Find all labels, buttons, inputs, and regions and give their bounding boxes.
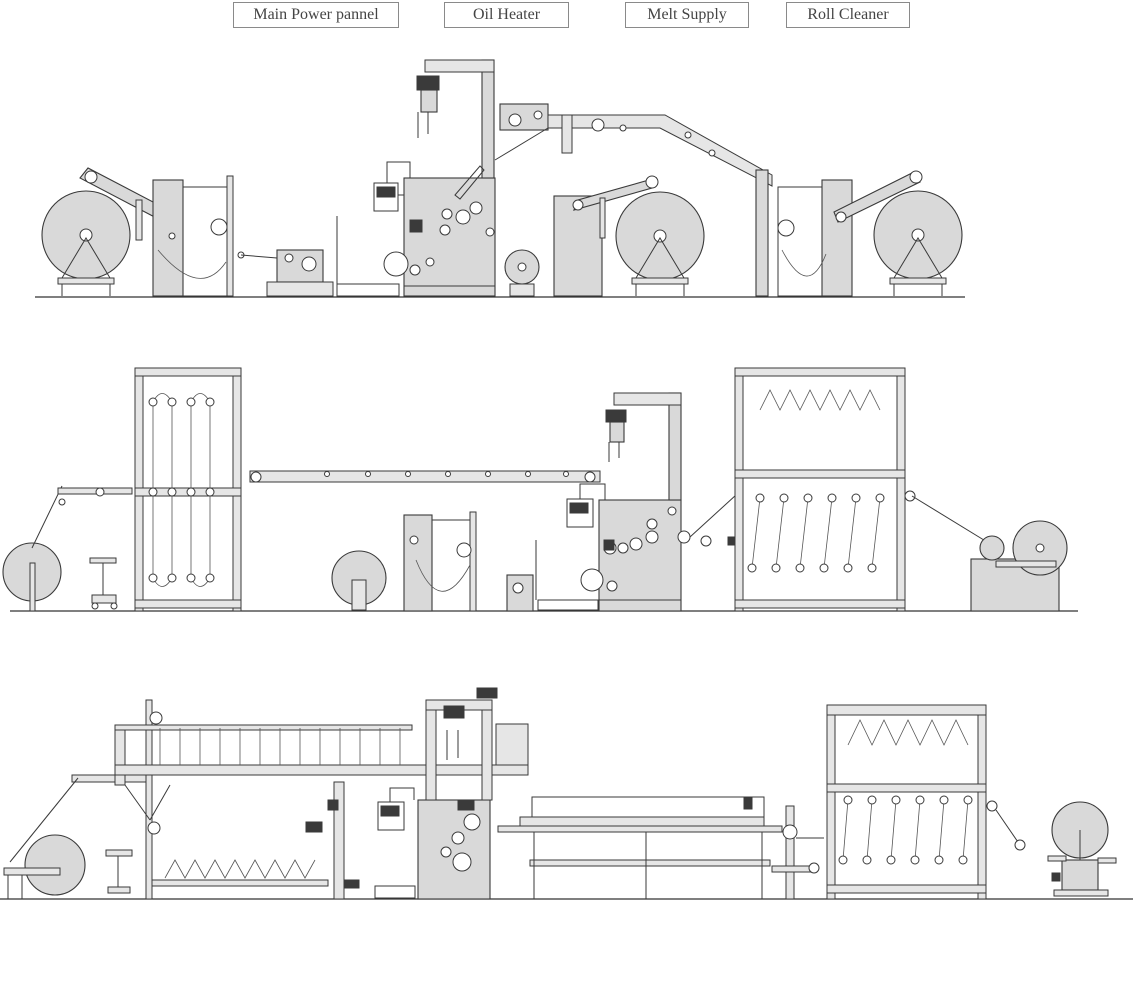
accumulator-tower-2b [734,367,916,612]
unwinder-2 [2,485,133,612]
drying-table-3 [497,796,783,899]
component-legend: Main Power pannel Oil Heater Melt Supply… [0,2,1140,30]
rewinder-2 [911,495,1068,612]
festoon-dryer-3 [114,699,529,900]
melt-supply-button[interactable]: Melt Supply [625,2,749,28]
coating-head-1 [373,59,496,297]
long-conveyor-2 [249,470,601,483]
coating-line-3 [0,687,1133,900]
rewinder-3 [995,801,1117,897]
splicer-1 [152,175,245,297]
coating-line-1 [35,59,965,298]
main-power-panel-button[interactable]: Main Power pannel [233,2,399,28]
oil-heater-button[interactable]: Oil Heater [444,2,569,28]
accumulator-tower-2a [134,367,242,612]
coating-head-2 [566,392,682,612]
coating-head-3 [344,687,498,900]
coating-line-2 [2,367,1078,612]
tension-rollers-2 [677,494,737,547]
laminating-unit-1 [553,175,705,297]
accumulator-tower-3 [826,704,998,900]
small-coater-2 [506,540,599,612]
unwinder-1 [41,167,177,296]
roll-cleaner-button[interactable]: Roll Cleaner [786,2,910,28]
rewinder-1 [755,169,963,297]
coating-drum-1 [504,249,540,297]
splicer-2 [331,511,477,612]
laminator-1 [240,216,400,297]
laminator-3 [771,805,824,900]
unwinder-3 [3,774,153,899]
bridge-conveyor-1 [494,103,773,187]
